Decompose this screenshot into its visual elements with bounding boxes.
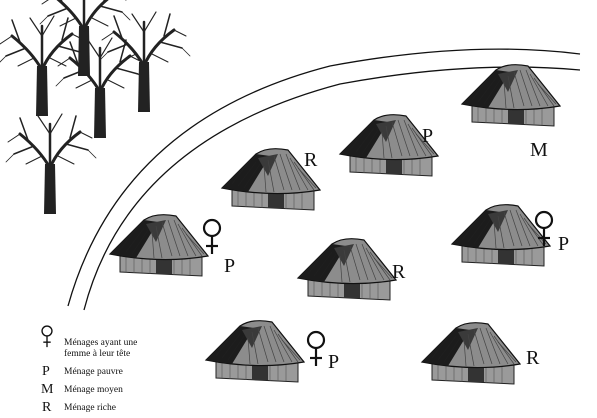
tree-icon bbox=[0, 14, 90, 118]
tree-icon bbox=[98, 10, 192, 114]
legend-key: P bbox=[42, 364, 50, 379]
tree-icon bbox=[4, 112, 98, 216]
hut-left: P bbox=[109, 214, 235, 277]
hut-right: P bbox=[451, 204, 569, 267]
hut-top-right: M bbox=[461, 64, 561, 161]
female-symbol-icon bbox=[202, 218, 222, 256]
legend-key: M bbox=[41, 382, 54, 397]
hut-upper-left: R bbox=[221, 148, 321, 211]
legend-item-female-head: Ménages ayant une femme à leur tête bbox=[41, 325, 137, 359]
hut-icon bbox=[421, 322, 521, 385]
female-symbol-icon bbox=[41, 325, 53, 348]
legend-label: Ménage moyen bbox=[64, 385, 123, 395]
legend-item-rich: R Ménage riche bbox=[42, 400, 116, 415]
hut-bottom-left: P bbox=[205, 320, 339, 383]
legend-item-poor: P Ménage pauvre bbox=[42, 364, 123, 379]
tree-icon bbox=[38, 0, 132, 78]
tree-group bbox=[0, 0, 192, 216]
hut-label: P bbox=[422, 125, 433, 147]
hut-upper-middle: P bbox=[339, 114, 439, 177]
hut-icon bbox=[451, 204, 551, 267]
hut-icon bbox=[461, 64, 561, 127]
hut-icon bbox=[205, 320, 305, 383]
legend-label: Ménage riche bbox=[64, 403, 116, 413]
legend: Ménages ayant une femme à leur tête P Mé… bbox=[41, 325, 137, 415]
hut-bottom-right: R bbox=[421, 322, 540, 385]
hut-label: R bbox=[526, 347, 540, 369]
hut-label: R bbox=[392, 261, 406, 283]
legend-item-middle: M Ménage moyen bbox=[41, 382, 123, 397]
legend-label: Ménage pauvre bbox=[64, 367, 123, 377]
road-edge-inner bbox=[83, 66, 581, 311]
legend-label-line1: Ménages ayant une bbox=[64, 338, 137, 348]
hut-label: P bbox=[328, 351, 339, 373]
tree-icon bbox=[54, 36, 148, 140]
hut-label: P bbox=[558, 233, 569, 255]
legend-label-line2: femme à leur tête bbox=[64, 348, 130, 359]
hut-label: M bbox=[530, 139, 548, 161]
hut-icon bbox=[297, 238, 397, 301]
road-edge-outer bbox=[67, 48, 581, 307]
road bbox=[67, 48, 581, 311]
hut-label: R bbox=[304, 149, 318, 171]
hut-icon bbox=[109, 214, 209, 277]
female-symbol-icon bbox=[306, 330, 326, 368]
legend-key: R bbox=[42, 400, 52, 415]
hut-label: P bbox=[224, 255, 235, 277]
hut-center: R bbox=[297, 238, 406, 301]
